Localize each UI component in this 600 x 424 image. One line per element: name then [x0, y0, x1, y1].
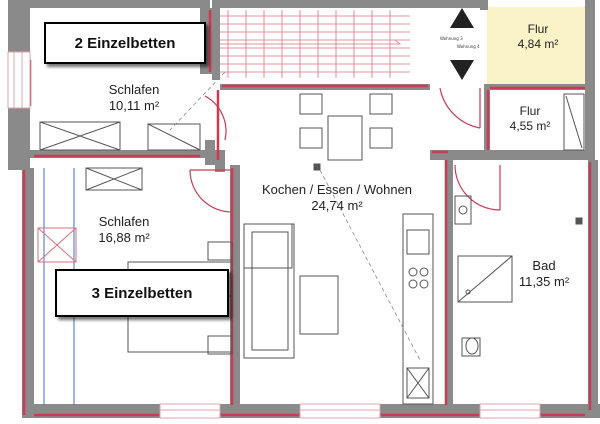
callout-bottom: 3 Einzelbetten	[55, 269, 229, 317]
doors	[189, 87, 501, 213]
stair-arrows	[450, 8, 474, 80]
pink-marker	[37, 227, 77, 263]
stair-label-lower: Wohnung 4	[457, 44, 480, 49]
stair-label-upper: Wohnung 3	[440, 36, 463, 41]
room-name: Schlafen	[108, 82, 160, 97]
ceiling-lines	[169, 71, 421, 361]
room-name: Bad	[532, 258, 556, 273]
room-schlafen-left: Schlafen 16,88 m²	[86, 214, 162, 246]
dining-set	[299, 93, 393, 171]
sofa	[243, 223, 339, 359]
room-area: 16,88 m²	[98, 230, 150, 245]
room-area: 10,11 m²	[108, 98, 160, 113]
room-area: 24,74 m²	[311, 198, 363, 213]
kitchen-counter	[402, 213, 434, 405]
cupboards	[39, 121, 201, 191]
room-name: Kochen / Essen / Wohnen	[261, 182, 413, 197]
room-flur-top: Flur 4,84 m²	[506, 22, 570, 52]
bathroom-fixtures	[454, 195, 583, 357]
hall-wardrobe	[563, 93, 585, 151]
room-area: 11,35 m²	[518, 274, 570, 289]
room-area: 4,84 m²	[517, 37, 559, 51]
callout-top: 2 Einzelbetten	[44, 22, 206, 64]
windows	[7, 51, 541, 419]
flur-fill	[487, 7, 585, 84]
room-name: Flur	[527, 22, 549, 36]
room-kochen: Kochen / Essen / Wohnen 24,74 m²	[244, 182, 430, 214]
room-flur-mid: Flur 4,55 m²	[498, 104, 562, 134]
room-name: Flur	[519, 104, 541, 118]
room-area: 4,55 m²	[509, 119, 551, 133]
room-name: Schlafen	[98, 214, 150, 229]
room-bad: Bad 11,35 m²	[508, 258, 580, 290]
room-schlafen-top: Schlafen 10,11 m²	[98, 82, 170, 114]
staircase	[218, 10, 410, 78]
